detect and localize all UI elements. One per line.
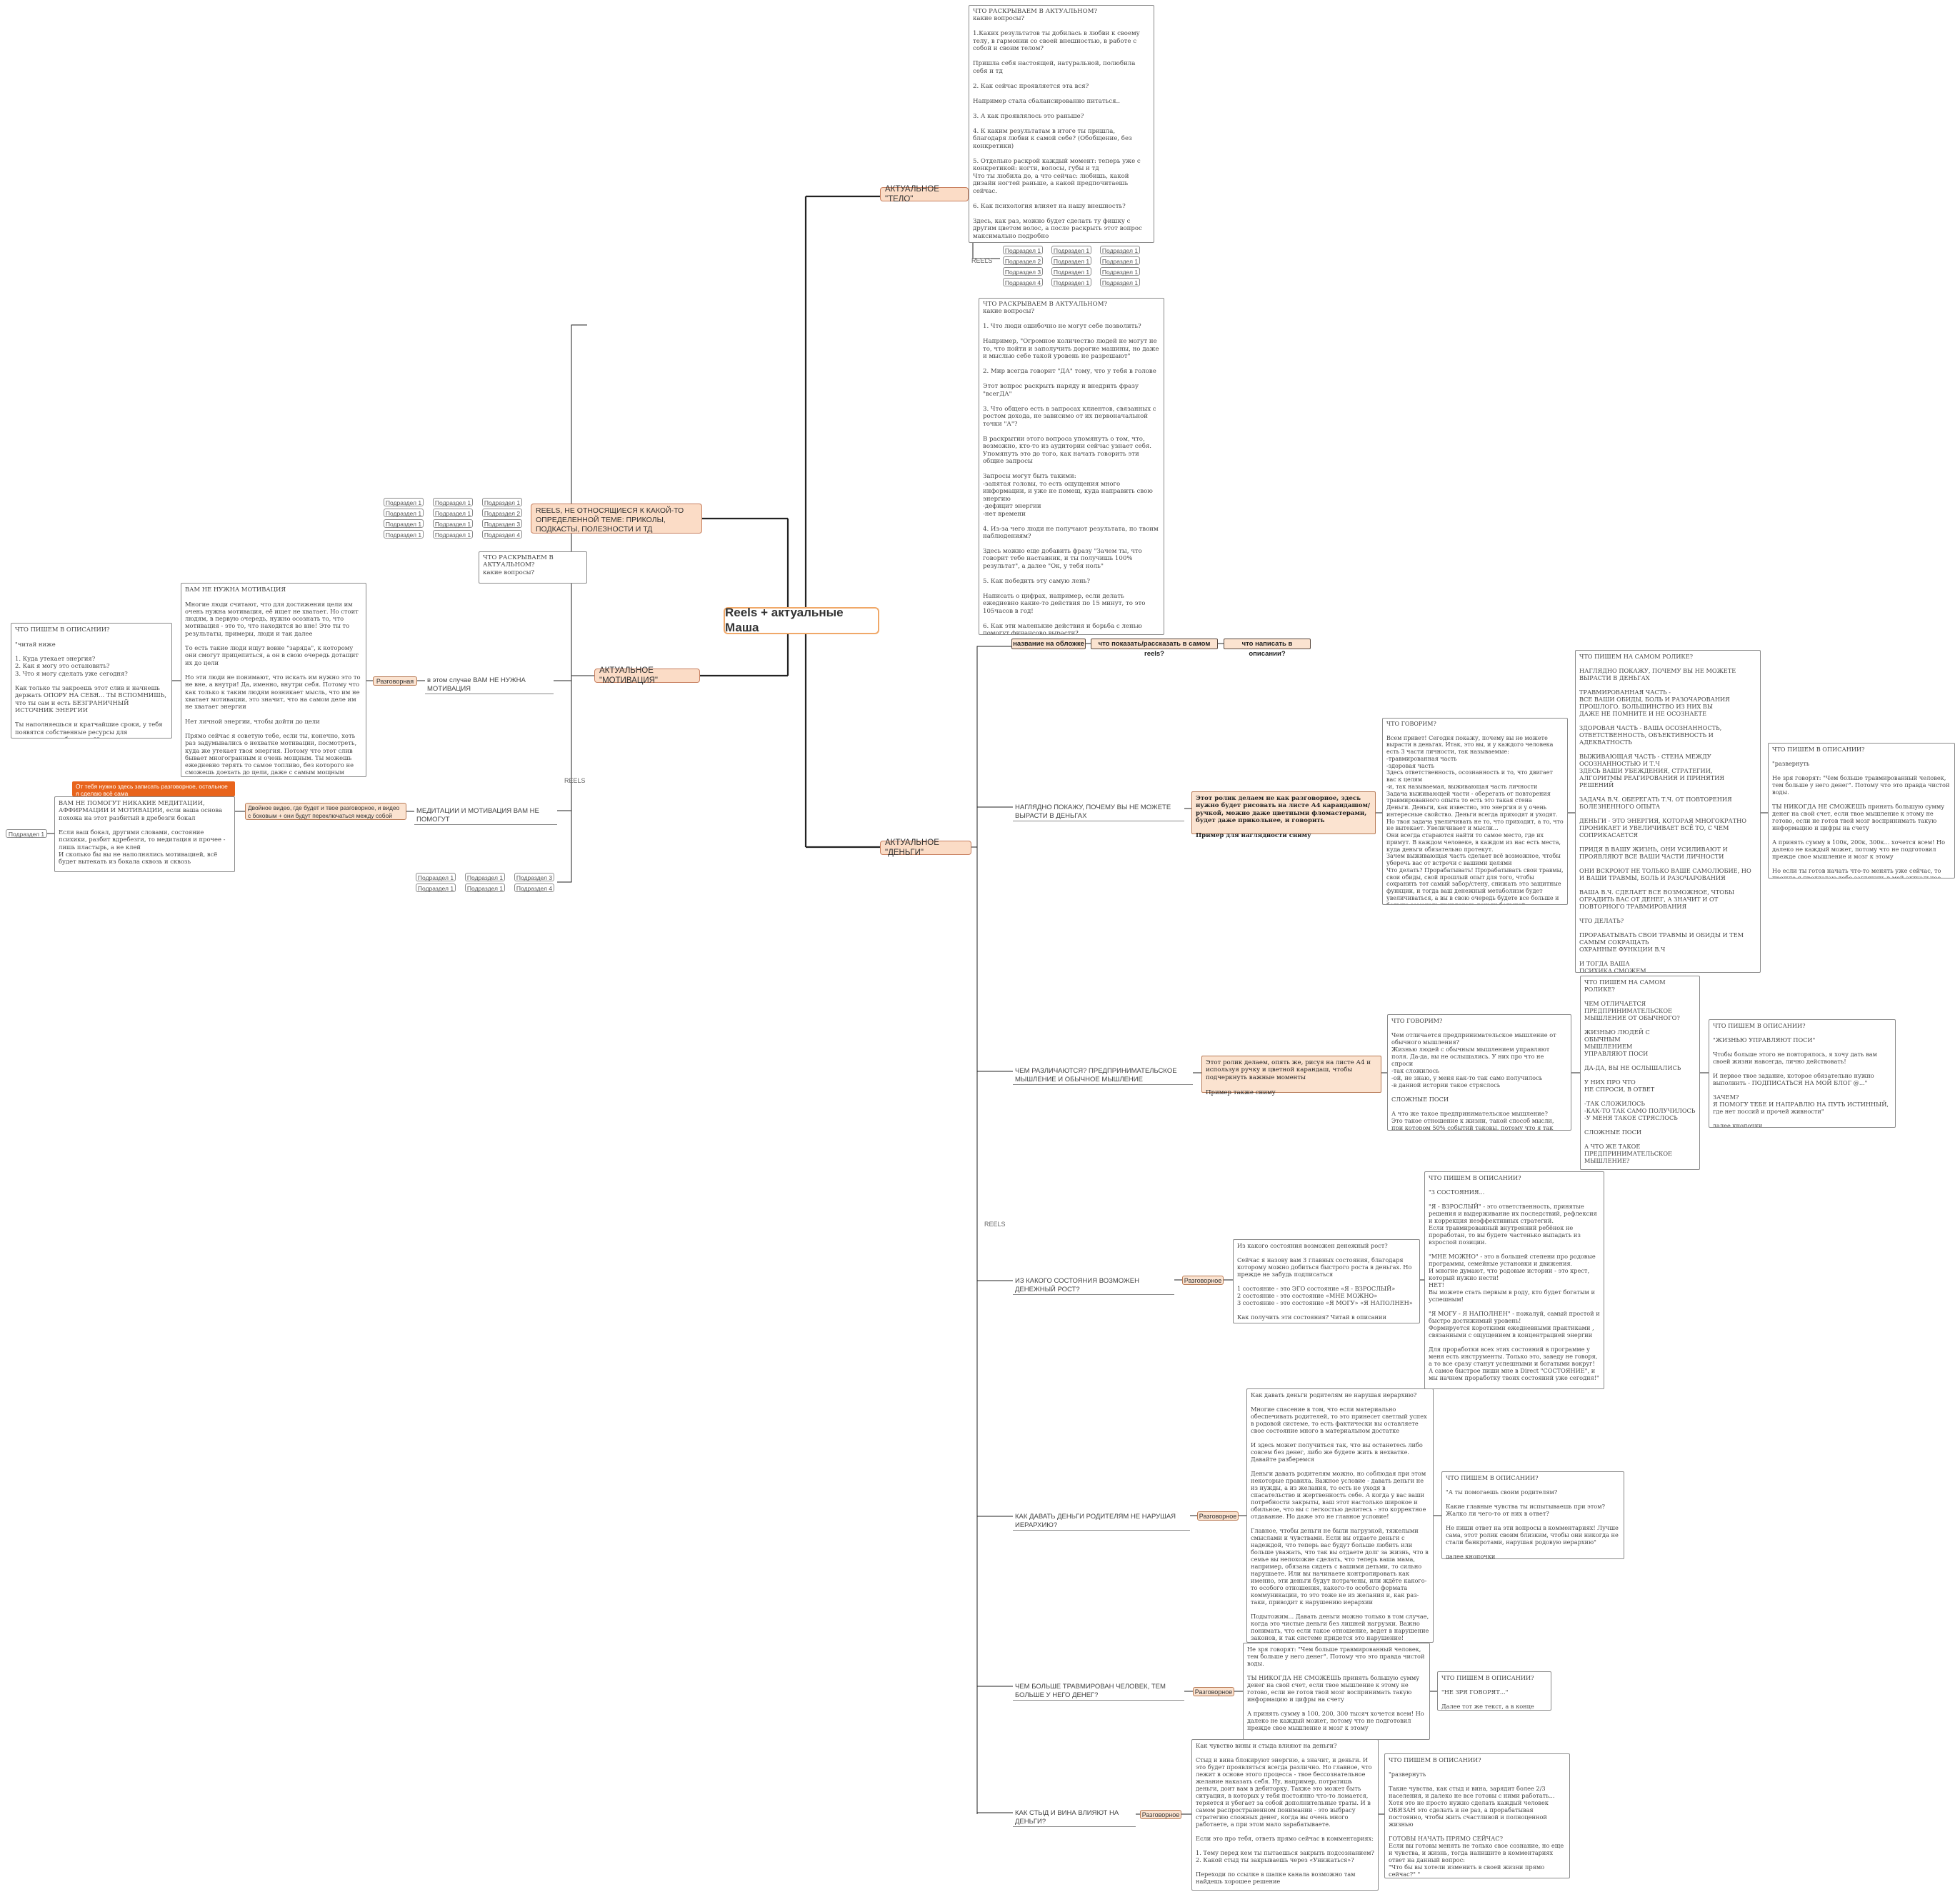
motivation-pill-6[interactable]: Подраздел 4: [514, 884, 554, 892]
misc-pill-10[interactable]: Подраздел 1: [384, 530, 424, 539]
telo-pill-9[interactable]: Подраздел 1: [1100, 267, 1140, 276]
telo-pill-12[interactable]: Подраздел 1: [1100, 278, 1140, 286]
telo-pill-2[interactable]: Подраздел 1: [1051, 246, 1091, 254]
misc-pill-4[interactable]: Подраздел 1: [384, 509, 424, 517]
money-t5-desc: ЧТО ПИШЕМ В ОПИСАНИИ? "НЕ ЗРЯ ГОВОРЯТ...…: [1437, 1671, 1551, 1711]
money-t5-chip: Разговорное: [1193, 1687, 1234, 1696]
money-t2-spoken: ЧТО ГОВОРИМ? Чем отличается предпринимат…: [1387, 1014, 1571, 1131]
money-t6-chip: Разговорное: [1140, 1810, 1181, 1819]
telo-pill-8[interactable]: Подраздел 1: [1051, 267, 1091, 276]
telo-actual-text: ЧТО РАСКРЫВАЕМ В АКТУАЛЬНОМ? какие вопро…: [969, 5, 1154, 243]
telo-pill-1[interactable]: Подраздел 1: [1003, 246, 1043, 254]
motivation-topic-no-motivation[interactable]: в этом случае ВАМ НЕ НУЖНА МОТИВАЦИЯ: [425, 676, 554, 695]
misc-pill-9[interactable]: Подраздел 3: [482, 519, 522, 528]
motivation-pill-3[interactable]: Подраздел 3: [514, 873, 554, 881]
money-t6-spoken: Как чувство вины и стыда влияют на деньг…: [1191, 1739, 1379, 1891]
telo-pill-4[interactable]: Подраздел 2: [1003, 256, 1043, 265]
header-pill-show[interactable]: что показать/рассказать в самом reels?: [1091, 639, 1218, 658]
telo-pill-10[interactable]: Подраздел 4: [1003, 278, 1043, 286]
motivation-reels-label: REELS: [564, 777, 586, 784]
money-t2-desc-2: ЧТО ПИШЕМ В ОПИСАНИИ? "ЖИЗНЬЮ УПРАВЛЯЮТ …: [1709, 1019, 1896, 1128]
money-actual-text: ЧТО РАСКРЫВАЕМ В АКТУАЛЬНОМ? какие вопро…: [979, 298, 1164, 635]
header-pill-desc[interactable]: что написать в описании?: [1224, 639, 1311, 658]
money-t3-desc: ЧТО ПИШЕМ В ОПИСАНИИ? "3 СОСТОЯНИЯ... "Я…: [1424, 1171, 1604, 1389]
misc-pill-1[interactable]: Подраздел 1: [384, 498, 424, 506]
telo-pill-5[interactable]: Подраздел 1: [1051, 256, 1091, 265]
money-topic-6[interactable]: КАК СТЫД И ВИНА ВЛИЯЮТ НА ДЕНЬГИ?: [1013, 1808, 1136, 1828]
money-t3-chip: Разговорное: [1182, 1276, 1224, 1285]
misc-pill-6[interactable]: Подраздел 2: [482, 509, 522, 517]
motivation-pill-1[interactable]: Подраздел 1: [416, 873, 456, 881]
branch-money[interactable]: АКТУАЛЬНОЕ "ДЕНЬГИ": [880, 839, 971, 857]
header-pill-cover[interactable]: название на обложке: [1011, 639, 1086, 649]
misc-pill-7[interactable]: Подраздел 1: [384, 519, 424, 528]
misc-pill-2[interactable]: Подраздел 1: [433, 498, 473, 506]
motivation-sub-pill[interactable]: Подраздел 1: [6, 829, 47, 838]
money-t1-highlight: Этот ролик делаем не как разговорное, зд…: [1191, 791, 1376, 839]
telo-pill-3[interactable]: Подраздел 1: [1100, 246, 1140, 254]
motivation-text-2: ВАМ НЕ ПОМОГУТ НИКАКИЕ МЕДИТАЦИИ, АФФИРМ…: [54, 796, 235, 872]
misc-pill-8[interactable]: Подраздел 1: [433, 519, 473, 528]
money-reels-label: REELS: [984, 1221, 1006, 1228]
motivation-callout: От тебя нужно здесь записать разговорное…: [72, 781, 235, 797]
money-t2-highlight: Этот ролик делаем, опять же, рисуя на ли…: [1201, 1056, 1381, 1096]
motivation-pill-4[interactable]: Подраздел 1: [416, 884, 456, 892]
misc-pill-5[interactable]: Подраздел 1: [433, 509, 473, 517]
telo-pill-7[interactable]: Подраздел 3: [1003, 267, 1043, 276]
misc-pill-12[interactable]: Подраздел 4: [482, 530, 522, 539]
money-topic-1[interactable]: НАГЛЯДНО ПОКАЖУ, ПОЧЕМУ ВЫ НЕ МОЖЕТЕ ВЫР…: [1013, 803, 1184, 822]
motivation-pill-2[interactable]: Подраздел 1: [465, 873, 505, 881]
branch-telo[interactable]: АКТУАЛЬНОЕ "ТЕЛО": [880, 185, 969, 204]
misc-pill-11[interactable]: Подраздел 1: [433, 530, 473, 539]
telo-pill-6[interactable]: Подраздел 1: [1100, 256, 1140, 265]
money-t1-spoken: ЧТО ГОВОРИМ? Всем привет! Сегодня покажу…: [1382, 718, 1568, 905]
motivation-desc-1: ЧТО ПИШЕМ В ОПИСАНИИ? "читай ниже 1. Куд…: [11, 623, 172, 739]
money-topic-5[interactable]: ЧЕМ БОЛЬШЕ ТРАВМИРОВАН ЧЕЛОВЕК, ТЕМ БОЛЬ…: [1013, 1682, 1184, 1701]
motivation-topic-meditation[interactable]: МЕДИТАЦИИ И МОТИВАЦИЯ ВАМ НЕ ПОМОГУТ: [414, 806, 557, 826]
motivation-actual-text: ЧТО РАСКРЫВАЕМ В АКТУАЛЬНОМ? какие вопро…: [479, 551, 587, 584]
telo-pill-11[interactable]: Подраздел 1: [1051, 278, 1091, 286]
telo-reels-label: REELS: [971, 257, 993, 264]
money-t1-desc-2: ЧТО ПИШЕМ В ОПИСАНИИ? "развернуть Не зря…: [1768, 743, 1955, 879]
money-t6-desc: ЧТО ПИШЕМ В ОПИСАНИИ? "развернуть Такие …: [1384, 1753, 1570, 1878]
money-t4-spoken: Как давать деньги родителям не нарушая и…: [1246, 1388, 1434, 1643]
root-topic[interactable]: Reels + актуальные Маша: [724, 606, 879, 634]
motivation-chip-1: Разговорная: [373, 676, 417, 686]
motivation-pill-5[interactable]: Подраздел 1: [465, 884, 505, 892]
misc-pill-3[interactable]: Подраздел 1: [482, 498, 522, 506]
motivation-chip-2: Двойное видео, где будет и твое разговор…: [245, 803, 406, 820]
money-t3-spoken: Из какого состояния возможен денежный ро…: [1233, 1239, 1420, 1323]
money-topic-2[interactable]: ЧЕМ РАЗЛИЧАЮТСЯ? ПРЕДПРИНИМАТЕЛЬСКОЕ МЫШ…: [1013, 1066, 1193, 1086]
branch-reels-misc[interactable]: REELS, НЕ ОТНОСЯЩИЕСЯ К КАКОЙ-ТО ОПРЕДЕЛ…: [531, 504, 702, 534]
money-t4-chip: Разговорное: [1197, 1511, 1239, 1521]
money-t1-desc-1: ЧТО ПИШЕМ НА САМОМ РОЛИКЕ? НАГЛЯДНО ПОКА…: [1575, 650, 1761, 973]
money-topic-4[interactable]: КАК ДАВАТЬ ДЕНЬГИ РОДИТЕЛЯМ НЕ НАРУШАЯ И…: [1013, 1512, 1190, 1531]
money-topic-3[interactable]: ИЗ КАКОГО СОСТОЯНИЯ ВОЗМОЖЕН ДЕНЕЖНЫЙ РО…: [1013, 1276, 1174, 1296]
money-t4-desc: ЧТО ПИШЕМ В ОПИСАНИИ? "А ты помогаешь св…: [1441, 1471, 1624, 1559]
money-t2-desc-1: ЧТО ПИШЕМ НА САМОМ РОЛИКЕ? ЧЕМ ОТЛИЧАЕТС…: [1580, 976, 1700, 1170]
motivation-text-1: ВАМ НЕ НУЖНА МОТИВАЦИЯ Многие люди счита…: [181, 583, 366, 777]
branch-motivation[interactable]: АКТУАЛЬНОЕ "МОТИВАЦИЯ": [594, 666, 700, 685]
money-t5-spoken: Не зря говорят: "Чем больше травмированн…: [1243, 1643, 1430, 1740]
